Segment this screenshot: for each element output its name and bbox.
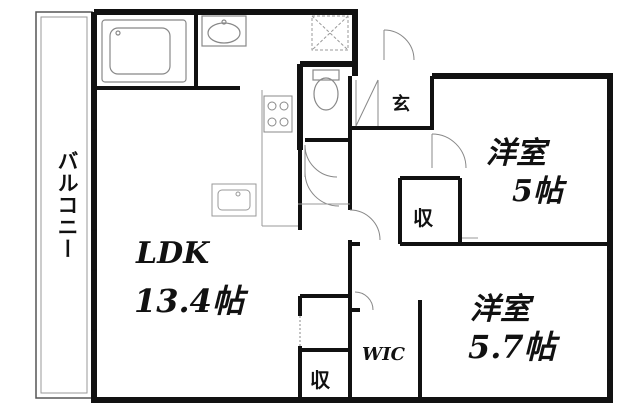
entrance-label: 玄 [392,94,410,115]
western-room-1-size: 5帖 [512,174,563,209]
balcony-label: バルコニー [55,150,80,260]
washing-machine-space [311,15,349,51]
western-room-1-label: 洋室 [486,136,546,171]
sliding-doors [298,203,478,239]
western-room-2-size: 5.7帖 [468,328,556,366]
entrance-fixtures [355,79,379,127]
stove [263,95,293,133]
storage-label-2: 収 [310,368,330,392]
door-swings [299,29,467,346]
exterior-walls [91,9,613,403]
bathtub [101,19,187,83]
ldk-label: LDK [136,236,210,271]
walk-in-closet-label: WIC [362,344,405,365]
kitchen-counter [211,90,298,227]
washbasin [201,15,247,47]
storage-label-1: 収 [413,206,433,230]
interior-walls [94,12,610,400]
western-room-2-label: 洋室 [470,292,530,327]
windows [91,129,613,371]
toilet [312,69,340,111]
ldk-size-label: 13.4帖 [134,282,244,320]
